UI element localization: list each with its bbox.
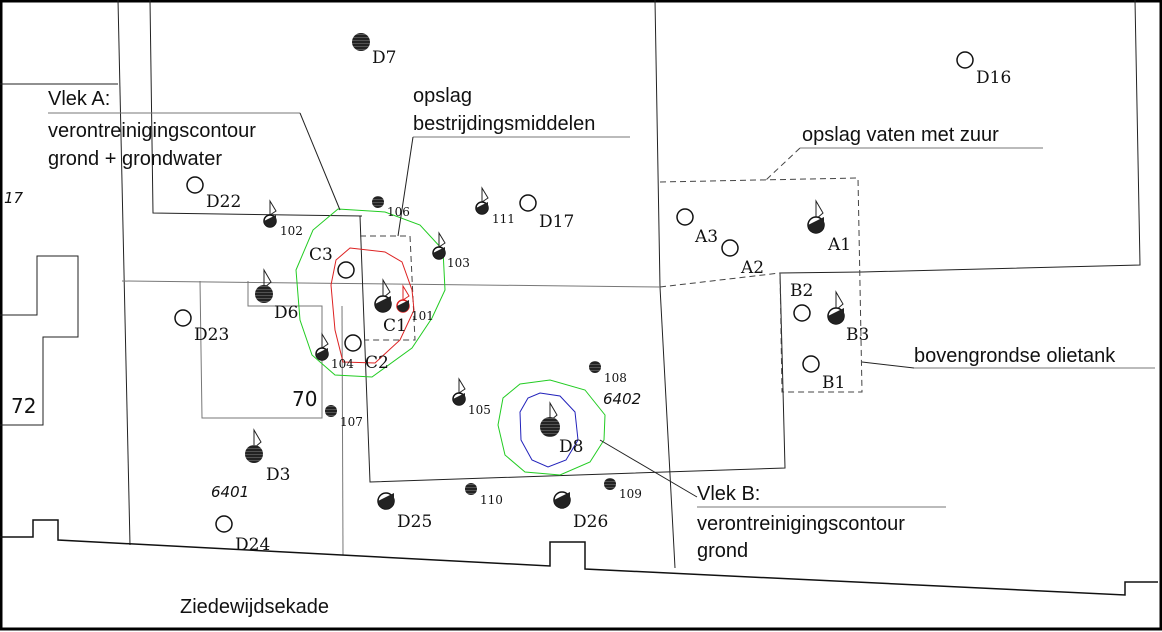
open-wells <box>174 51 974 533</box>
well-106[interactable] <box>372 196 384 208</box>
label-C2: C2 <box>365 353 389 373</box>
label-D8: D8 <box>559 437 583 457</box>
label-B1: B1 <box>822 373 845 393</box>
parcel-6402: 6402 <box>603 390 641 408</box>
well-D23[interactable] <box>174 309 192 327</box>
contour-groundwater-b <box>497 379 606 476</box>
well-107[interactable] <box>325 405 337 417</box>
contour-soil-b <box>519 392 579 468</box>
well-D26[interactable] <box>553 491 571 509</box>
well-B3[interactable] <box>827 307 845 325</box>
well-D7[interactable] <box>352 33 370 51</box>
label-103: 103 <box>447 256 470 270</box>
well-B1[interactable] <box>802 355 820 373</box>
well-108[interactable] <box>589 361 601 373</box>
vlek-b-title: Vlek B: <box>697 483 760 505</box>
well-A3[interactable] <box>676 208 694 226</box>
filled-wells <box>245 33 616 495</box>
olietank-label: bovengrondse olietank <box>914 345 1116 367</box>
leader-lines <box>48 112 1155 508</box>
well-B2[interactable] <box>793 304 811 322</box>
well-A1[interactable] <box>807 216 825 234</box>
label-106: 106 <box>387 205 410 219</box>
well-D17[interactable] <box>519 194 537 212</box>
well-D3[interactable] <box>245 445 263 463</box>
opslag-label-2: bestrijdingsmiddelen <box>413 113 595 135</box>
point-labels: D7 D16 D22 D17 C3 D6 C1 D23 C2 D8 D3 D24… <box>194 48 1011 555</box>
well-D25[interactable] <box>377 492 395 510</box>
well-A2[interactable] <box>721 239 739 257</box>
label-B2: B2 <box>790 281 813 301</box>
label-D17: D17 <box>539 212 574 232</box>
vlek-a-line2: grond + grondwater <box>48 148 222 170</box>
contour-groundwater-a <box>295 208 446 378</box>
well-D16[interactable] <box>956 51 974 69</box>
vlek-b-line1: verontreinigingscontour <box>697 513 905 535</box>
well-C2[interactable] <box>344 334 362 352</box>
street-name: Ziedewijdsekade <box>180 596 329 618</box>
well-D6[interactable] <box>255 285 273 303</box>
label-108: 108 <box>604 371 627 385</box>
label-111: 111 <box>492 212 515 226</box>
well-D8[interactable] <box>540 417 560 437</box>
label-D3: D3 <box>266 465 290 485</box>
label-C1: C1 <box>383 316 407 336</box>
well-D22[interactable] <box>186 176 204 194</box>
well-101[interactable] <box>396 299 410 313</box>
label-110: 110 <box>480 493 503 507</box>
label-D16: D16 <box>976 68 1011 88</box>
label-D26: D26 <box>573 512 608 532</box>
vlek-b-line2: grond <box>697 540 748 562</box>
label-102: 102 <box>280 224 303 238</box>
parcel-17: 17 <box>4 189 24 207</box>
label-D22: D22 <box>206 192 241 212</box>
label-B3: B3 <box>846 325 869 345</box>
flag-markers <box>253 186 844 450</box>
label-D24: D24 <box>235 535 270 555</box>
label-107: 107 <box>340 415 363 429</box>
label-105: 105 <box>468 403 491 417</box>
opslag-vaten-label: opslag vaten met zuur <box>802 124 999 146</box>
label-109: 109 <box>619 487 642 501</box>
label-D23: D23 <box>194 325 229 345</box>
label-101: 101 <box>411 309 434 323</box>
label-A1: A1 <box>827 235 851 255</box>
well-103[interactable] <box>432 246 446 260</box>
label-A2: A2 <box>740 258 764 278</box>
label-C3: C3 <box>309 245 333 265</box>
label-104: 104 <box>331 357 354 371</box>
well-C3[interactable] <box>337 261 355 279</box>
property-lines <box>0 0 1158 596</box>
label-D7: D7 <box>372 48 396 68</box>
well-104[interactable] <box>315 347 329 361</box>
well-111[interactable] <box>475 201 489 215</box>
well-C1[interactable] <box>374 295 392 313</box>
vlek-a-line1: verontreinigingscontour <box>48 120 256 142</box>
parcel-70: 70 <box>292 387 317 411</box>
label-D25: D25 <box>397 512 432 532</box>
vlek-a-title: Vlek A: <box>48 88 110 110</box>
contour-soil-a <box>330 247 415 364</box>
opslag-label-1: opslag <box>413 85 472 107</box>
well-102[interactable] <box>263 214 277 228</box>
label-D6: D6 <box>274 303 298 323</box>
parcel-72: 72 <box>11 394 36 418</box>
well-110[interactable] <box>465 483 477 495</box>
well-D24[interactable] <box>215 515 233 533</box>
half-wells <box>263 201 845 510</box>
well-109[interactable] <box>604 478 616 490</box>
label-A3: A3 <box>694 227 718 247</box>
well-105[interactable] <box>452 392 466 406</box>
parcel-6401: 6401 <box>211 483 249 501</box>
